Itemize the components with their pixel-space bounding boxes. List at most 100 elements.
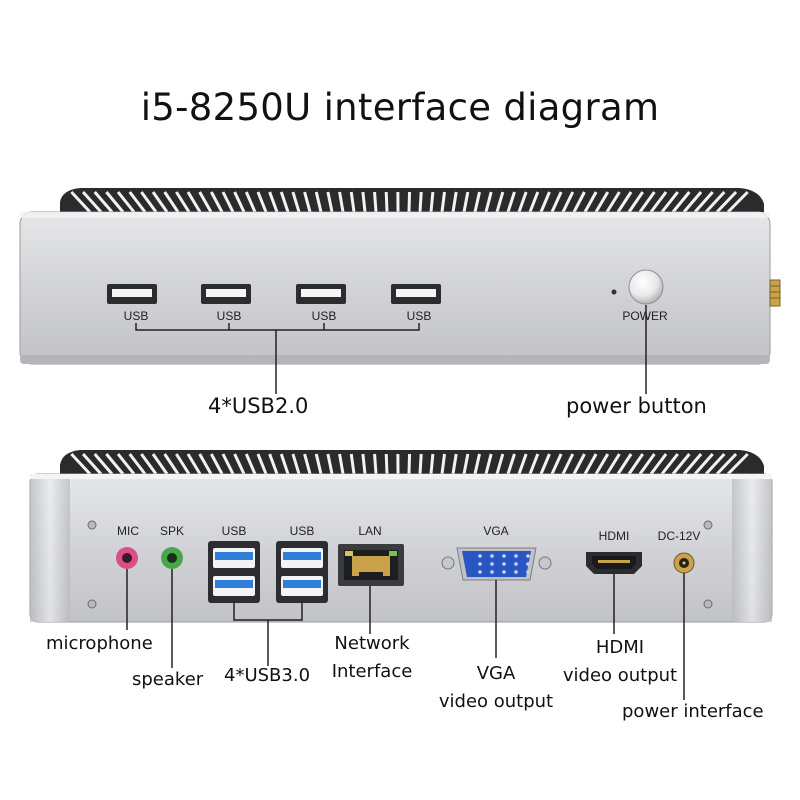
heatsink-fin [361,191,367,213]
vga-pin [502,570,506,574]
heatsink-fin [627,453,644,475]
power-button-callout: power button [566,394,707,418]
heatsink-fin [660,191,679,213]
hdmi-callout-line2: video output [562,665,678,686]
heatsink-fin [314,191,323,213]
heatsink-fin [616,453,633,475]
heatsink-fin [407,453,412,475]
lan-port [338,544,404,586]
heatsink-fin [233,453,246,475]
usb2-port-1 [107,284,157,304]
heatsink-fin [451,453,458,475]
heatsink-fin [583,453,598,475]
heatsink-fin [550,191,563,213]
heatsink-fin [407,191,412,213]
vga-callout-line2: video output [438,691,554,712]
usb3-stack-right [276,541,328,603]
heatsink-fin [638,191,656,213]
heatsink-fin [517,453,528,475]
vga-pin [514,554,518,558]
heatsink-fin [462,191,470,213]
vga-pin [526,554,530,558]
heatsink-fin [627,191,644,213]
usb2-port-3 [296,284,346,304]
heatsink-fin [256,453,268,475]
heatsink-fin [660,453,679,475]
heatsink-fin [671,191,691,213]
heatsink-fin [151,453,169,475]
heatsink-fin [616,191,633,213]
heatsink-fin [233,191,246,213]
heatsink-fin [495,453,505,475]
heatsink-fin [462,453,470,475]
heatsink-fin [70,452,92,476]
rear-panel: MIC SPK USB USB LAN VGA HDMI DC-12V [29,450,773,700]
heatsink-fin [649,191,668,213]
vga-callout: VGA video output [430,660,562,716]
heatsink-fin [726,190,749,214]
heatsink-fin [539,191,551,213]
hdmi-callout-line1: HDMI [595,637,645,658]
heatsink-fin [440,453,447,475]
heatsink-fin [440,191,447,213]
heatsink-fin [418,453,423,475]
heatsink-fin [93,453,114,475]
usb2-callout: 4*USB2.0 [208,394,309,418]
power-label: POWER [622,309,668,323]
heatsink-fin [550,453,563,475]
heatsink-fin [539,453,551,475]
heatsink-fin [373,191,378,213]
heatsink-fin [128,453,147,475]
heatsink-fin [198,453,213,475]
usb2-port-2 [201,284,251,304]
heatsink-fin [279,453,290,475]
usb3-stack-left [208,541,260,603]
heatsink-fin [473,191,481,213]
spk-label: SPK [160,524,184,538]
heatsink-fin [671,453,691,475]
vga-pin [478,554,482,558]
heatsink-fin [279,191,290,213]
heatsink-fin [291,191,301,213]
mic-jack [116,547,138,569]
heatsink-fin [186,453,202,475]
heatsink-fin [506,191,516,213]
heatsink-fin [140,453,158,475]
heatsink-fin [163,453,180,475]
hdmi-callout: HDMI video output [558,634,682,690]
usb2-label-2: USB [217,309,242,323]
heatsink-fin [384,453,389,475]
heatsink-fin [303,191,312,213]
dc-label: DC-12V [658,529,701,543]
heatsink-fin [704,190,726,214]
heatsink-fin [373,453,378,475]
speaker-callout: speaker [132,669,204,690]
vga-pin [526,562,530,566]
heatsink-fin [349,453,356,475]
heatsink-fin [268,453,279,475]
heatsink-fin [726,452,749,476]
heatsink-fin [338,453,345,475]
vga-pin [514,562,518,566]
heatsink-fin [81,190,103,214]
vga-pin [490,570,494,574]
usb2-port-4 [391,284,441,304]
microphone-callout: microphone [46,633,153,654]
heatsink-fin [338,191,345,213]
heatsink-fin [418,191,423,213]
heatsink-fin [81,452,103,476]
hdmi-port [586,552,642,574]
heatsink-fin [583,191,598,213]
heatsink-fin [451,191,458,213]
heatsink-fin [605,453,621,475]
heatsink-fin [326,453,334,475]
heatsink-fin [473,453,481,475]
heatsink-fin [682,191,703,213]
vga-pin [502,562,506,566]
heatsink-fin [256,191,268,213]
power-interface-callout: power interface [622,701,764,722]
heatsink-fin [221,453,235,475]
heatsink-fin [268,191,279,213]
heatsink-fin [105,453,125,475]
heatsink-fin [175,453,191,475]
